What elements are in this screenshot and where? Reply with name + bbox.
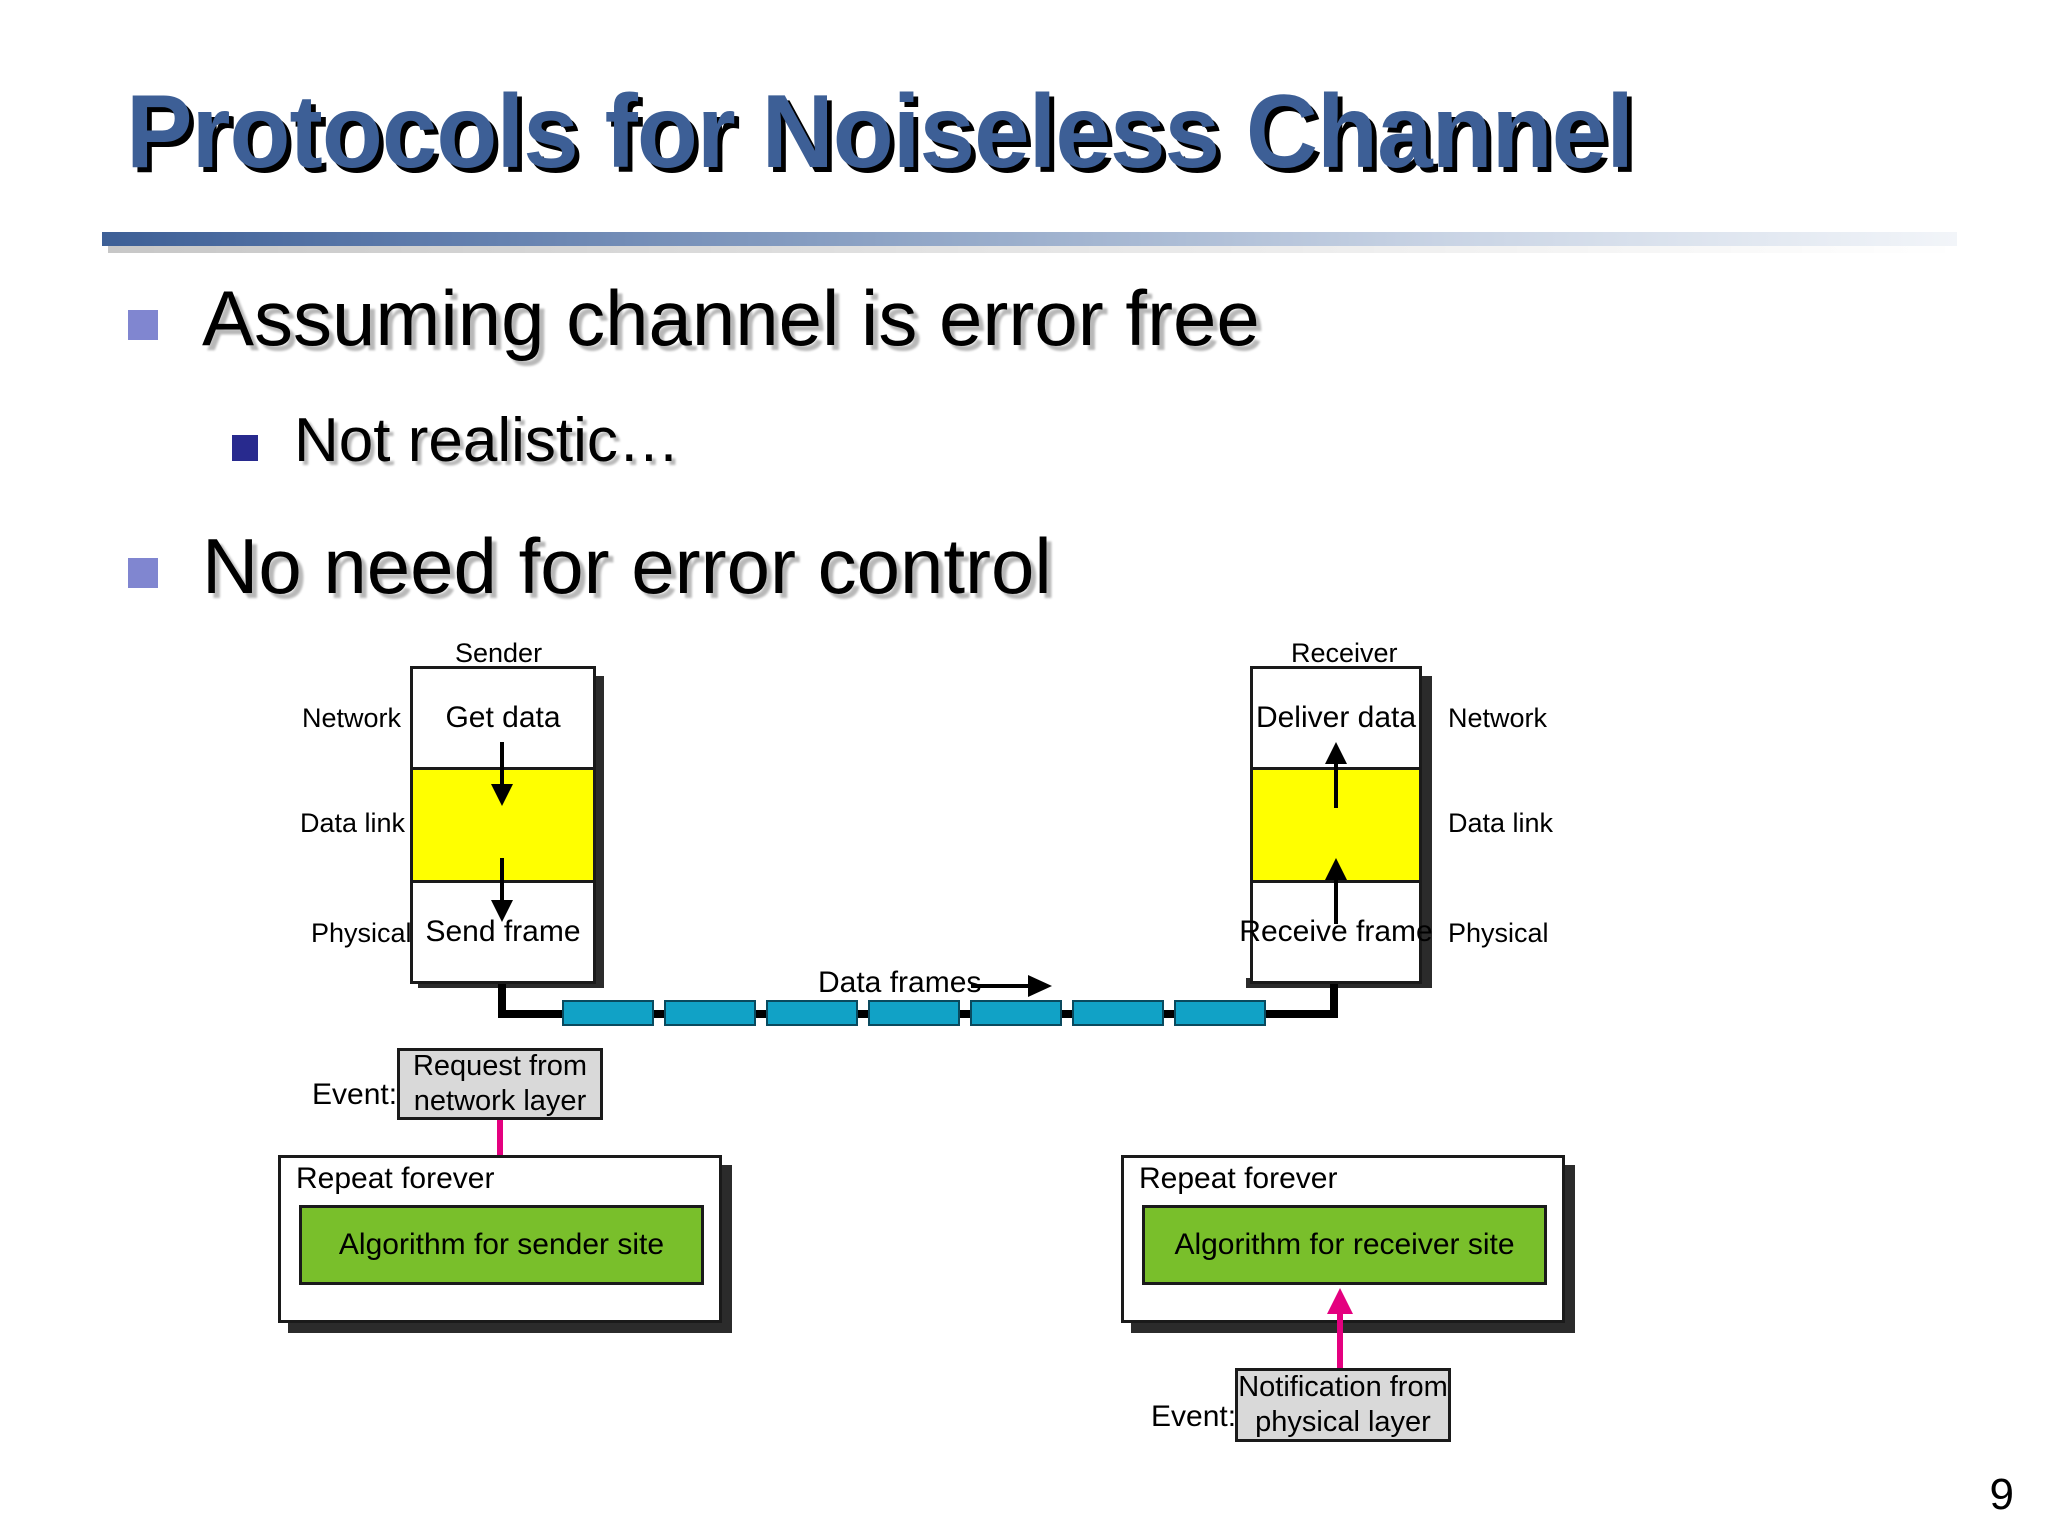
bullet-item-1: Assuming channel is error free [128, 276, 1260, 360]
bullet-item-3: No need for error control [128, 524, 1052, 608]
sender-side-label-datalink: Data link [300, 808, 406, 838]
receiver-event-arrow-line [1337, 1310, 1343, 1372]
data-frame-block [1174, 1000, 1266, 1026]
receiver-caption: Receiver [1291, 638, 1398, 668]
title-divider-shadow [108, 246, 1963, 253]
bullet-text: No need for error control [202, 522, 1052, 610]
bullet-marker-square-icon [128, 558, 158, 588]
page-title: Protocols for Noiseless Channel [126, 74, 1634, 190]
data-frame-block [562, 1000, 654, 1026]
receiver-arrow-2-head-icon [1325, 858, 1347, 880]
receiver-side-label-datalink: Data link [1448, 808, 1554, 838]
bullet-marker-square-icon [232, 435, 258, 461]
sender-algorithm-text: Algorithm for sender site [338, 1228, 665, 1261]
data-frame-block [664, 1000, 756, 1026]
title-divider [102, 232, 1957, 246]
receiver-arrow-1-line [1334, 760, 1338, 808]
page-number: 9 [1989, 1470, 2014, 1519]
receiver-arrow-1-head-icon [1325, 742, 1347, 764]
data-frames-arrow-line [971, 984, 1031, 988]
sender-side-label-network: Network [302, 703, 402, 733]
data-frame-block [1072, 1000, 1164, 1026]
receiver-network-layer-text: Deliver data [1255, 701, 1417, 734]
sender-event-line1: Request from [412, 1049, 588, 1082]
sender-stack-shadow [594, 676, 604, 986]
sender-arrow-1-head-icon [491, 784, 513, 806]
sender-stack: Get data Send frame [410, 666, 596, 984]
receiver-event-box: Notification from physical layer [1235, 1368, 1451, 1442]
sender-caption: Sender [455, 638, 543, 668]
data-frame-block [766, 1000, 858, 1026]
bullet-marker-square-icon [128, 310, 158, 340]
receiver-stack-shadow [1422, 676, 1432, 986]
receiver-event-arrow-head-icon [1327, 1288, 1353, 1314]
receiver-arrow-2-line [1334, 876, 1338, 924]
receiver-algorithm-text: Algorithm for receiver site [1174, 1228, 1515, 1261]
sender-event-box: Request from network layer [397, 1048, 603, 1120]
bullet-item-2: Not realistic… [232, 406, 680, 475]
sender-event-line2: network layer [413, 1085, 587, 1117]
receiver-event-line2: physical layer [1255, 1406, 1431, 1438]
sender-arrow-2-head-icon [491, 900, 513, 922]
sender-arrow-1-line [500, 742, 504, 790]
data-frame-block [970, 1000, 1062, 1026]
channel-left-drop [498, 984, 506, 1016]
sender-arrow-2-line [500, 858, 504, 906]
sender-algorithm-box: Algorithm for sender site [299, 1205, 704, 1285]
data-frame-block [868, 1000, 960, 1026]
receiver-repeat-label: Repeat forever [1139, 1162, 1338, 1195]
bullet-text: Assuming channel is error free [202, 274, 1260, 362]
sender-repeat-label: Repeat forever [296, 1162, 495, 1195]
receiver-network-layer: Deliver data [1253, 669, 1419, 767]
receiver-algorithm-box: Algorithm for receiver site [1142, 1205, 1547, 1285]
receiver-stack: Deliver data Receive frame [1239, 666, 1433, 984]
data-frames-label: Data frames [818, 966, 982, 999]
receiver-side-label-network: Network [1448, 703, 1548, 733]
sender-network-layer-text: Get data [445, 701, 561, 734]
data-frames-arrow-head-icon [1028, 975, 1052, 997]
channel-right-drop [1330, 984, 1338, 1016]
receiver-side-label-physical: Physical [1448, 918, 1549, 948]
sender-network-layer: Get data [413, 669, 593, 767]
sender-event-label: Event: [312, 1078, 398, 1111]
receiver-event-line1: Notification from [1238, 1370, 1448, 1403]
sender-event-arrow-line [497, 1120, 503, 1182]
receiver-event-label: Event: [1151, 1400, 1237, 1433]
sender-side-label-physical: Physical [311, 918, 412, 948]
bullet-text: Not realistic… [294, 406, 680, 475]
